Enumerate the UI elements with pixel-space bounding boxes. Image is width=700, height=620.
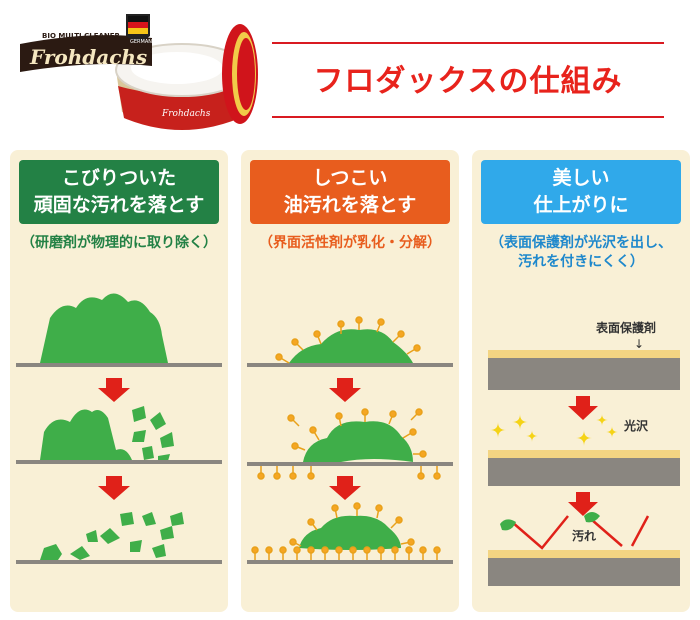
surfactant-head (433, 546, 441, 554)
page-title: フロダックスの仕組み (313, 64, 623, 99)
surfactant-head (377, 318, 385, 326)
surfactant-head (405, 546, 413, 554)
surfactant-head (433, 472, 441, 480)
column-protectant-title-2: 仕上がりに (533, 194, 629, 216)
badge-top-text: BIO MULTI CLEANER (42, 32, 121, 40)
surfactant-head (335, 546, 343, 554)
surfactant-head (275, 353, 283, 361)
surfactant-head (291, 442, 299, 450)
surfactant-head (409, 428, 417, 436)
surfactant-head (397, 330, 405, 338)
surfactant-head (361, 408, 369, 416)
surfactant-head (289, 538, 297, 546)
surfactant-head (309, 426, 317, 434)
title-bottom-rule (272, 116, 664, 118)
surfactant-head (335, 412, 343, 420)
product-image: Frohdachs BIO MULTI CLEANER GERMANY Froh… (12, 8, 262, 136)
surfactant-head (321, 546, 329, 554)
jar-label-text: Frohdachs (161, 109, 211, 119)
column-protectant: 美しい 仕上がりに （表面保護剤が光沢を出し、 汚れを付きにくく） 表面保護剤 … (472, 150, 690, 612)
surfactant-head (363, 546, 371, 554)
column-abrasive: こびりついた 頑固な汚れを落とす （研磨剤が物理的に取り除く） (10, 150, 228, 612)
surfactant-head (413, 344, 421, 352)
abrasive-diagram (16, 293, 222, 564)
surfactant-head (391, 546, 399, 554)
surfactant-head (265, 546, 273, 554)
column-protectant-title-1: 美しい (552, 167, 610, 189)
badge-country-text: GERMANY (130, 39, 156, 45)
protectant-arrow: ↓ (634, 337, 644, 351)
surfactant-head (307, 518, 315, 526)
surfactant-head (349, 546, 357, 554)
column-abrasive-subtitle: （研磨剤が物理的に取り除く） (21, 235, 217, 251)
surfactant-head (293, 546, 301, 554)
surfactant-head (353, 502, 361, 510)
surfactant-head (395, 516, 403, 524)
surfactant-head (287, 414, 295, 422)
column-surfactant-subtitle: （界面活性剤が乳化・分解） (259, 235, 441, 251)
column-protectant-subtitle: （表面保護剤が光沢を出し、 汚れを付きにくく） (472, 234, 690, 272)
surfactant-head (415, 408, 423, 416)
surfactant-head (257, 472, 265, 480)
surfactant-head (375, 504, 383, 512)
surfactant-head (377, 546, 385, 554)
surfactant-head (389, 410, 397, 418)
title-top-rule (272, 42, 664, 44)
sparkle-icon (606, 426, 618, 438)
protectant-diagram: 表面保護剤 ↓ 光沢 汚れ (488, 320, 680, 586)
surfactant-head (355, 316, 363, 324)
surfactant-diagram (247, 316, 453, 564)
surfactant-head (289, 472, 297, 480)
column-abrasive-title-1: こびりついた (61, 167, 177, 189)
column-surfactant-title-1: しつこい (312, 167, 388, 189)
sparkle-icon (596, 414, 608, 426)
surfactant-head (337, 320, 345, 328)
sparkle-icon (526, 430, 538, 442)
surfactant-head (279, 546, 287, 554)
sparkle-icon (490, 422, 506, 438)
surfactant-head (407, 538, 415, 546)
column-protectant-header: 美しい 仕上がりに (481, 160, 681, 224)
surfactant-head (331, 504, 339, 512)
column-surfactant-header: しつこい 油汚れを落とす (250, 160, 450, 224)
surfactant-head (291, 338, 299, 346)
column-protectant-subtitle-1: （表面保護剤が光沢を出し、 (490, 235, 672, 251)
dirt-label: 汚れ (572, 528, 596, 543)
surfactant-head (313, 330, 321, 338)
sparkle-icon (576, 430, 592, 446)
surfactant-head (273, 472, 281, 480)
surfactant-head (419, 546, 427, 554)
column-surfactant: しつこい 油汚れを落とす （界面活性剤が乳化・分解） (241, 150, 459, 612)
gloss-label: 光沢 (623, 418, 649, 433)
surfactant-head (417, 472, 425, 480)
brand-logo-text: Frohdachs (29, 45, 147, 69)
column-abrasive-title-2: 頑固な汚れを落とす (33, 194, 205, 216)
column-abrasive-header: こびりついた 頑固な汚れを落とす (19, 160, 219, 224)
protectant-label: 表面保護剤 (595, 320, 656, 335)
sparkle-icon (512, 414, 528, 430)
surfactant-head (251, 546, 259, 554)
surfactant-head (307, 546, 315, 554)
column-protectant-subtitle-2: 汚れを付きにくく） (518, 254, 644, 270)
column-surfactant-title-2: 油汚れを落とす (283, 194, 417, 216)
surfactant-head (307, 472, 315, 480)
surfactant-head (419, 450, 427, 458)
